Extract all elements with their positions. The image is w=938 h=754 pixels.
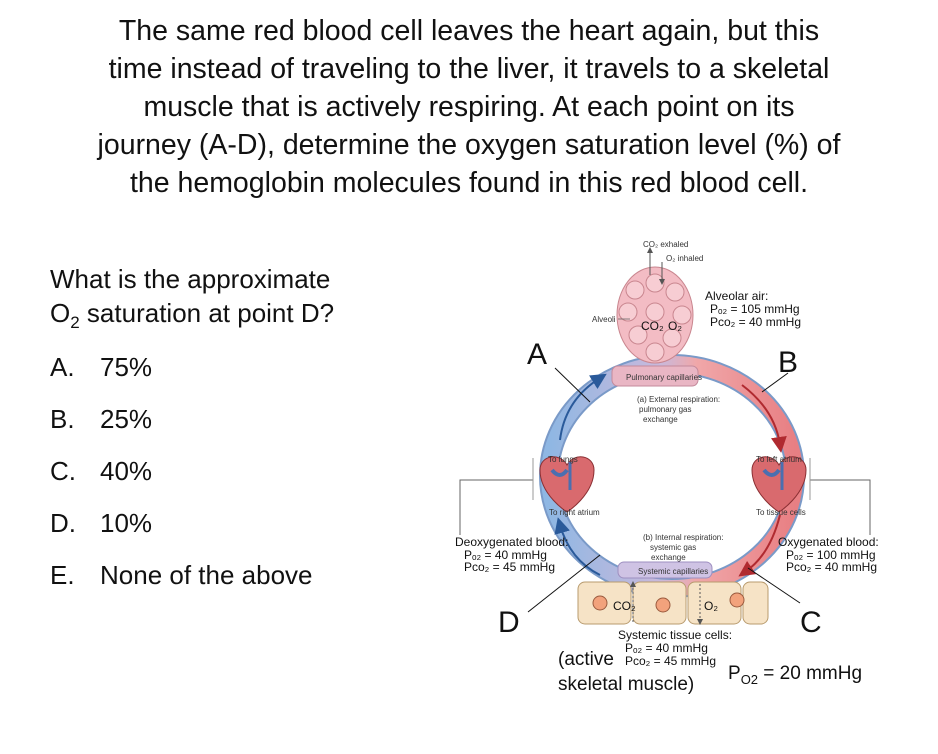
flow-arrow-top-right xyxy=(741,384,787,453)
oxy-pco2: Pco₂ = 40 mmHg xyxy=(786,560,877,574)
prompt-line: the hemoglobin molecules found in this r… xyxy=(129,167,809,199)
option-d[interactable]: D. 10% xyxy=(50,508,152,539)
external-resp-line-2: pulmonary gas xyxy=(639,405,691,414)
tissue-title: Systemic tissue cells: xyxy=(618,628,732,642)
heart-left-icon xyxy=(539,456,595,513)
option-letter: A. xyxy=(50,352,75,382)
point-c-label: C xyxy=(800,606,822,639)
lung-o2-label: O₂ xyxy=(668,319,682,333)
external-resp-line-3: exchange xyxy=(643,415,678,424)
tissue-po2: Pₒ₂ = 40 mmHg xyxy=(625,641,708,655)
option-e[interactable]: E. None of the above xyxy=(50,560,313,591)
question-sub: 2 xyxy=(70,313,80,333)
question-o: O xyxy=(50,298,71,328)
systemic-capillary-bed xyxy=(617,561,713,579)
question: What is the approximate O2 saturation at… xyxy=(50,262,334,340)
external-resp-line-1: (a) External respiration: xyxy=(637,395,720,404)
to-left-atrium-label: To left atrium xyxy=(756,455,802,464)
deoxy-title: Deoxygenated blood: xyxy=(455,535,568,549)
alveoli-cluster xyxy=(616,266,694,364)
tissue-cells xyxy=(577,581,769,625)
systemic-capillaries-label: Systemic capillaries xyxy=(638,567,708,576)
deoxy-po2: Pₒ₂ = 40 mmHg xyxy=(464,548,547,562)
option-letter: E. xyxy=(50,560,75,590)
oxy-po2: Pₒ₂ = 100 mmHg xyxy=(786,548,876,562)
point-d-label: D xyxy=(498,606,520,639)
alveolar-po2: Pₒ₂ = 105 mmHg xyxy=(710,302,800,316)
prompt-line: time instead of traveling to the liver, … xyxy=(108,53,830,85)
option-letter: D. xyxy=(50,508,76,538)
prompt-line: The same red blood cell leaves the heart… xyxy=(118,15,820,47)
flow-arrow-top-left xyxy=(559,373,607,441)
leader-d xyxy=(527,554,601,613)
option-letter: B. xyxy=(50,404,75,434)
po2-annotation: PO2 = 20 mmHg xyxy=(728,663,862,687)
leader-b xyxy=(761,372,789,393)
point-b-label: B xyxy=(778,346,798,379)
tissue-o2-label: O₂ xyxy=(704,599,718,613)
pulmonary-capillaries-label: Pulmonary capillaries xyxy=(626,373,702,382)
option-text: None of the above xyxy=(100,560,313,590)
question-line-1: What is the approximate xyxy=(50,264,331,294)
internal-resp-line-2: systemic gas xyxy=(650,543,696,552)
lung-co2-label: CO₂ xyxy=(641,319,664,333)
question-line-2: O2 saturation at point D? xyxy=(50,296,334,340)
tissue-co2-label: CO₂ xyxy=(613,599,636,613)
alveolar-air-title: Alveolar air: xyxy=(705,289,768,303)
option-b[interactable]: B. 25% xyxy=(50,404,152,435)
co2-exhaled-label: CO₂ exhaled xyxy=(643,240,688,249)
right-bracket xyxy=(810,479,871,535)
deoxy-pco2: Pco₂ = 45 mmHg xyxy=(464,560,555,574)
alveolar-pco2: Pco₂ = 40 mmHg xyxy=(710,315,801,329)
question-rest: saturation at point D? xyxy=(79,298,335,328)
flow-arrow-bottom-left xyxy=(554,517,601,576)
to-tissue-cells-label: To tissue cells xyxy=(756,508,806,517)
o2-inhaled-label: O₂ inhaled xyxy=(666,254,703,263)
option-a[interactable]: A. 75% xyxy=(50,352,152,383)
prompt-line: muscle that is actively respiring. At ea… xyxy=(143,91,795,123)
heart-right-icon xyxy=(751,456,807,513)
tissue-pco2: Pco₂ = 45 mmHg xyxy=(625,654,716,668)
option-text: 40% xyxy=(100,456,153,486)
prompt-text: The same red blood cell leaves the heart… xyxy=(8,12,930,202)
internal-resp-line-3: exchange xyxy=(651,553,686,562)
point-a-label: A xyxy=(527,338,547,371)
to-lungs-label: To lungs xyxy=(548,455,578,464)
left-bracket xyxy=(459,479,533,535)
active-line-1: (active xyxy=(558,649,614,670)
option-text: 10% xyxy=(100,508,153,538)
option-c[interactable]: C. 40% xyxy=(50,456,152,487)
pulmonary-capillary-bed xyxy=(611,365,699,387)
option-letter: C. xyxy=(50,456,76,486)
alveoli-label: Alveoli xyxy=(592,315,616,324)
leader-c xyxy=(747,567,801,604)
option-text: 75% xyxy=(100,352,153,382)
internal-resp-line-1: (b) Internal respiration: xyxy=(643,533,723,542)
option-text: 25% xyxy=(100,404,153,434)
leader-a xyxy=(554,367,591,403)
prompt-line: journey (A-D), determine the oxygen satu… xyxy=(97,129,841,161)
to-right-atrium-label: To right atrium xyxy=(549,508,600,517)
oxy-title: Oxygenated blood: xyxy=(778,535,879,549)
active-line-2: skeletal muscle) xyxy=(558,674,694,695)
